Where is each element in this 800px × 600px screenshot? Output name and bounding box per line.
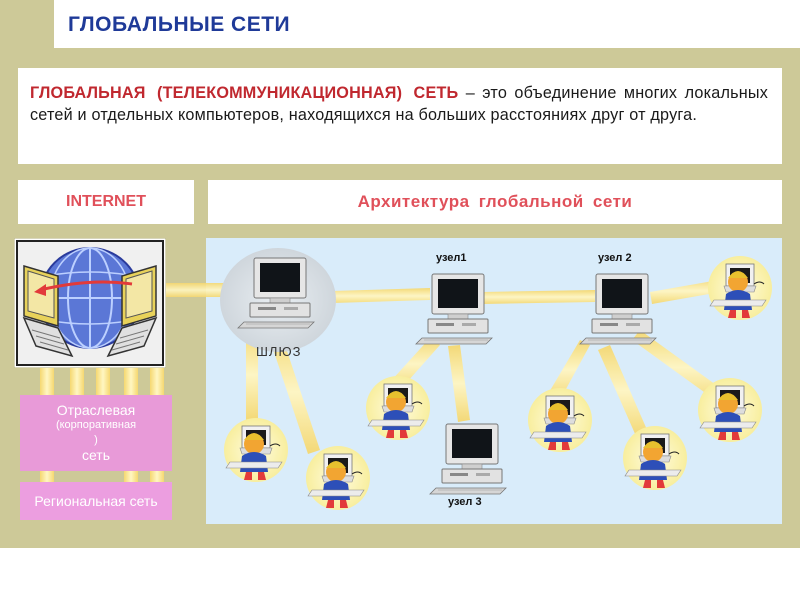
internet-icon[interactable]	[14, 238, 166, 368]
industry-line-3: )	[94, 434, 98, 446]
laptop-icon	[106, 264, 158, 358]
definition-box	[18, 68, 782, 164]
gateway-label: ШЛЮЗ	[256, 344, 302, 359]
industry-network-button[interactable]: Отраслевая (корпоративная ) сеть	[20, 395, 172, 471]
architecture-diagram-panel	[206, 238, 782, 524]
industry-line-4: сеть	[81, 447, 111, 463]
architecture-button[interactable]: Архитектура глобальной сети	[208, 180, 782, 224]
node-1-label: узел1	[436, 252, 467, 264]
title-bar	[54, 0, 800, 48]
page-title: ГЛОБАЛЬНЫЕ СЕТИ	[68, 13, 291, 36]
regional-network-button[interactable]: Региональная сеть	[20, 482, 172, 520]
definition-text: ГЛОБАЛЬНАЯ (ТЕЛЕКОММУНИКАЦИОННАЯ) СЕТЬ –…	[30, 82, 768, 126]
node-3-label: узел 3	[448, 496, 482, 508]
slide-footer	[0, 548, 800, 600]
data-transfer-arrow	[34, 280, 133, 296]
industry-line-2: (корпоративная	[55, 419, 137, 431]
node-2-label: узел 2	[598, 252, 632, 264]
laptop-icon	[22, 264, 74, 358]
definition-body: – это объединение многих локальных сетей…	[30, 84, 768, 124]
industry-line-1: Отраслевая	[56, 402, 136, 418]
internet-button[interactable]: INTERNET	[18, 180, 194, 224]
definition-term: ГЛОБАЛЬНАЯ (ТЕЛЕКОММУНИКАЦИОННАЯ) СЕТЬ	[30, 84, 459, 102]
